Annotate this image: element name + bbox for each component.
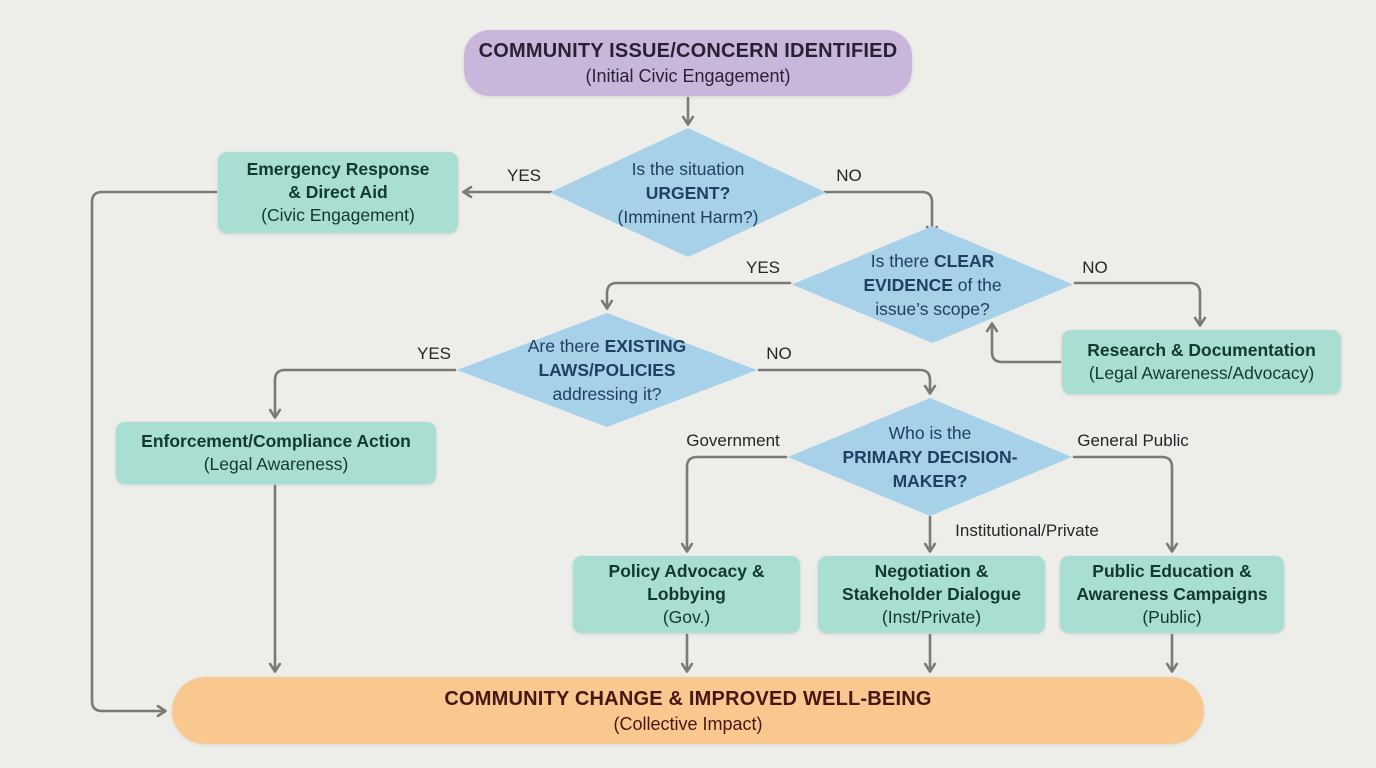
node-text: Enforcement/Compliance Action (Legal Awa… <box>116 430 436 476</box>
node-line: Emergency Response <box>246 159 430 179</box>
node-line: EVIDENCE of the <box>792 273 1073 297</box>
node-text: COMMUNITY ISSUE/CONCERN IDENTIFIED (Init… <box>464 38 912 88</box>
node-line: (Legal Awareness) <box>203 454 349 474</box>
decision-urgent: Is the situation URGENT? (Imminent Harm?… <box>550 128 826 257</box>
node-line: Are there EXISTING <box>457 334 757 358</box>
node-text: Policy Advocacy & Lobbying (Gov.) <box>573 560 800 629</box>
node-line: & Direct Aid <box>288 182 388 202</box>
node-policy-advocacy: Policy Advocacy & Lobbying (Gov.) <box>573 556 800 633</box>
node-line: Negotiation & <box>874 561 989 581</box>
node-line: MAKER? <box>892 471 968 491</box>
edge-label-laws-yes: YES <box>416 344 452 363</box>
node-subtitle: (Initial Civic Engagement) <box>585 66 791 86</box>
node-line: Public Education & <box>1092 561 1252 581</box>
node-line: Is there CLEAR <box>792 249 1073 273</box>
node-negotiation-dialogue: Negotiation & Stakeholder Dialogue (Inst… <box>818 556 1045 633</box>
node-text: Are there EXISTING LAWS/POLICIES address… <box>457 334 757 406</box>
decision-primary-decision-maker: Who is the PRIMARY DECISION- MAKER? <box>788 398 1072 516</box>
node-community-issue: COMMUNITY ISSUE/CONCERN IDENTIFIED (Init… <box>464 30 912 96</box>
edge-emergency-loop-to-outcome <box>90 190 218 718</box>
node-line: Lobbying <box>647 584 726 604</box>
edge-laws-no-to-decision-maker <box>757 368 937 395</box>
node-emergency-response: Emergency Response & Direct Aid (Civic E… <box>218 152 458 233</box>
edge-dm-government-to-policy <box>680 455 788 553</box>
node-text: Negotiation & Stakeholder Dialogue (Inst… <box>818 560 1045 629</box>
node-text: Is the situation URGENT? (Imminent Harm?… <box>550 157 826 229</box>
node-line: Research & Documentation <box>1087 340 1316 360</box>
edge-laws-yes-to-enforcement <box>268 368 457 419</box>
node-line: LAWS/POLICIES <box>538 360 676 380</box>
node-line: addressing it? <box>552 384 662 404</box>
edge-label-dm-public: General Public <box>1077 431 1189 450</box>
node-line-segment: Are there <box>527 336 605 356</box>
edge-evidence-no-to-research <box>1073 281 1207 327</box>
node-line: PRIMARY DECISION- <box>842 447 1018 467</box>
node-text: Is there CLEAR EVIDENCE of the issue’s s… <box>792 249 1073 321</box>
node-public-education: Public Education & Awareness Campaigns (… <box>1060 556 1284 633</box>
decision-existing-laws: Are there EXISTING LAWS/POLICIES address… <box>457 313 757 427</box>
node-line: Policy Advocacy & <box>608 561 765 581</box>
node-text: Emergency Response & Direct Aid (Civic E… <box>218 158 458 227</box>
node-line: (Gov.) <box>662 607 711 627</box>
node-line: (Public) <box>1142 607 1202 627</box>
node-research-documentation: Research & Documentation (Legal Awarenes… <box>1062 330 1341 394</box>
edge-label-dm-institutional: Institutional/Private <box>955 521 1099 540</box>
node-line: Awareness Campaigns <box>1076 584 1268 604</box>
node-enforcement-compliance: Enforcement/Compliance Action (Legal Awa… <box>116 422 436 484</box>
node-line-segment: CLEAR <box>933 250 995 271</box>
decision-clear-evidence: Is there CLEAR EVIDENCE of the issue’s s… <box>792 226 1073 343</box>
edge-urgent-no-to-evidence <box>823 190 939 236</box>
node-line-segment: Is there <box>870 250 934 271</box>
node-title: COMMUNITY CHANGE & IMPROVED WELL-BEING <box>444 687 932 710</box>
node-text: Public Education & Awareness Campaigns (… <box>1060 560 1284 629</box>
node-line: (Imminent Harm?) <box>617 206 759 227</box>
edge-label-evidence-yes: YES <box>745 258 781 277</box>
node-line: Is the situation <box>631 158 745 179</box>
node-subtitle: (Collective Impact) <box>613 713 763 734</box>
node-text: Research & Documentation (Legal Awarenes… <box>1062 339 1341 385</box>
node-title: COMMUNITY ISSUE/CONCERN IDENTIFIED <box>478 40 898 62</box>
node-line-segment: of the <box>952 274 1002 295</box>
edge-evidence-yes-to-laws <box>600 281 792 310</box>
node-line-segment: EXISTING <box>604 336 687 356</box>
node-line: Enforcement/Compliance Action <box>141 431 411 451</box>
edge-label-evidence-no: NO <box>1082 258 1108 277</box>
node-line: (Civic Engagement) <box>261 205 415 225</box>
node-line: (Inst/Private) <box>881 607 982 627</box>
node-text: Who is the PRIMARY DECISION- MAKER? <box>788 421 1072 493</box>
node-community-change-outcome: COMMUNITY CHANGE & IMPROVED WELL-BEING (… <box>172 677 1204 744</box>
edge-label-urgent-no: NO <box>836 166 862 185</box>
node-line: URGENT? <box>645 182 731 203</box>
edge-research-feedback-to-evidence <box>985 322 1062 364</box>
node-line: issue’s scope? <box>875 298 990 319</box>
edge-label-urgent-yes: YES <box>506 166 542 185</box>
edge-label-dm-government: Government <box>686 431 780 450</box>
node-line: Who is the <box>888 423 972 443</box>
node-line-segment: EVIDENCE <box>863 274 953 295</box>
edge-dm-public-to-public-education <box>1072 455 1179 553</box>
node-line: (Legal Awareness/Advocacy) <box>1088 363 1315 383</box>
node-line: Stakeholder Dialogue <box>842 584 1021 604</box>
edge-label-laws-no: NO <box>766 344 792 363</box>
node-text: COMMUNITY CHANGE & IMPROVED WELL-BEING (… <box>172 686 1204 736</box>
